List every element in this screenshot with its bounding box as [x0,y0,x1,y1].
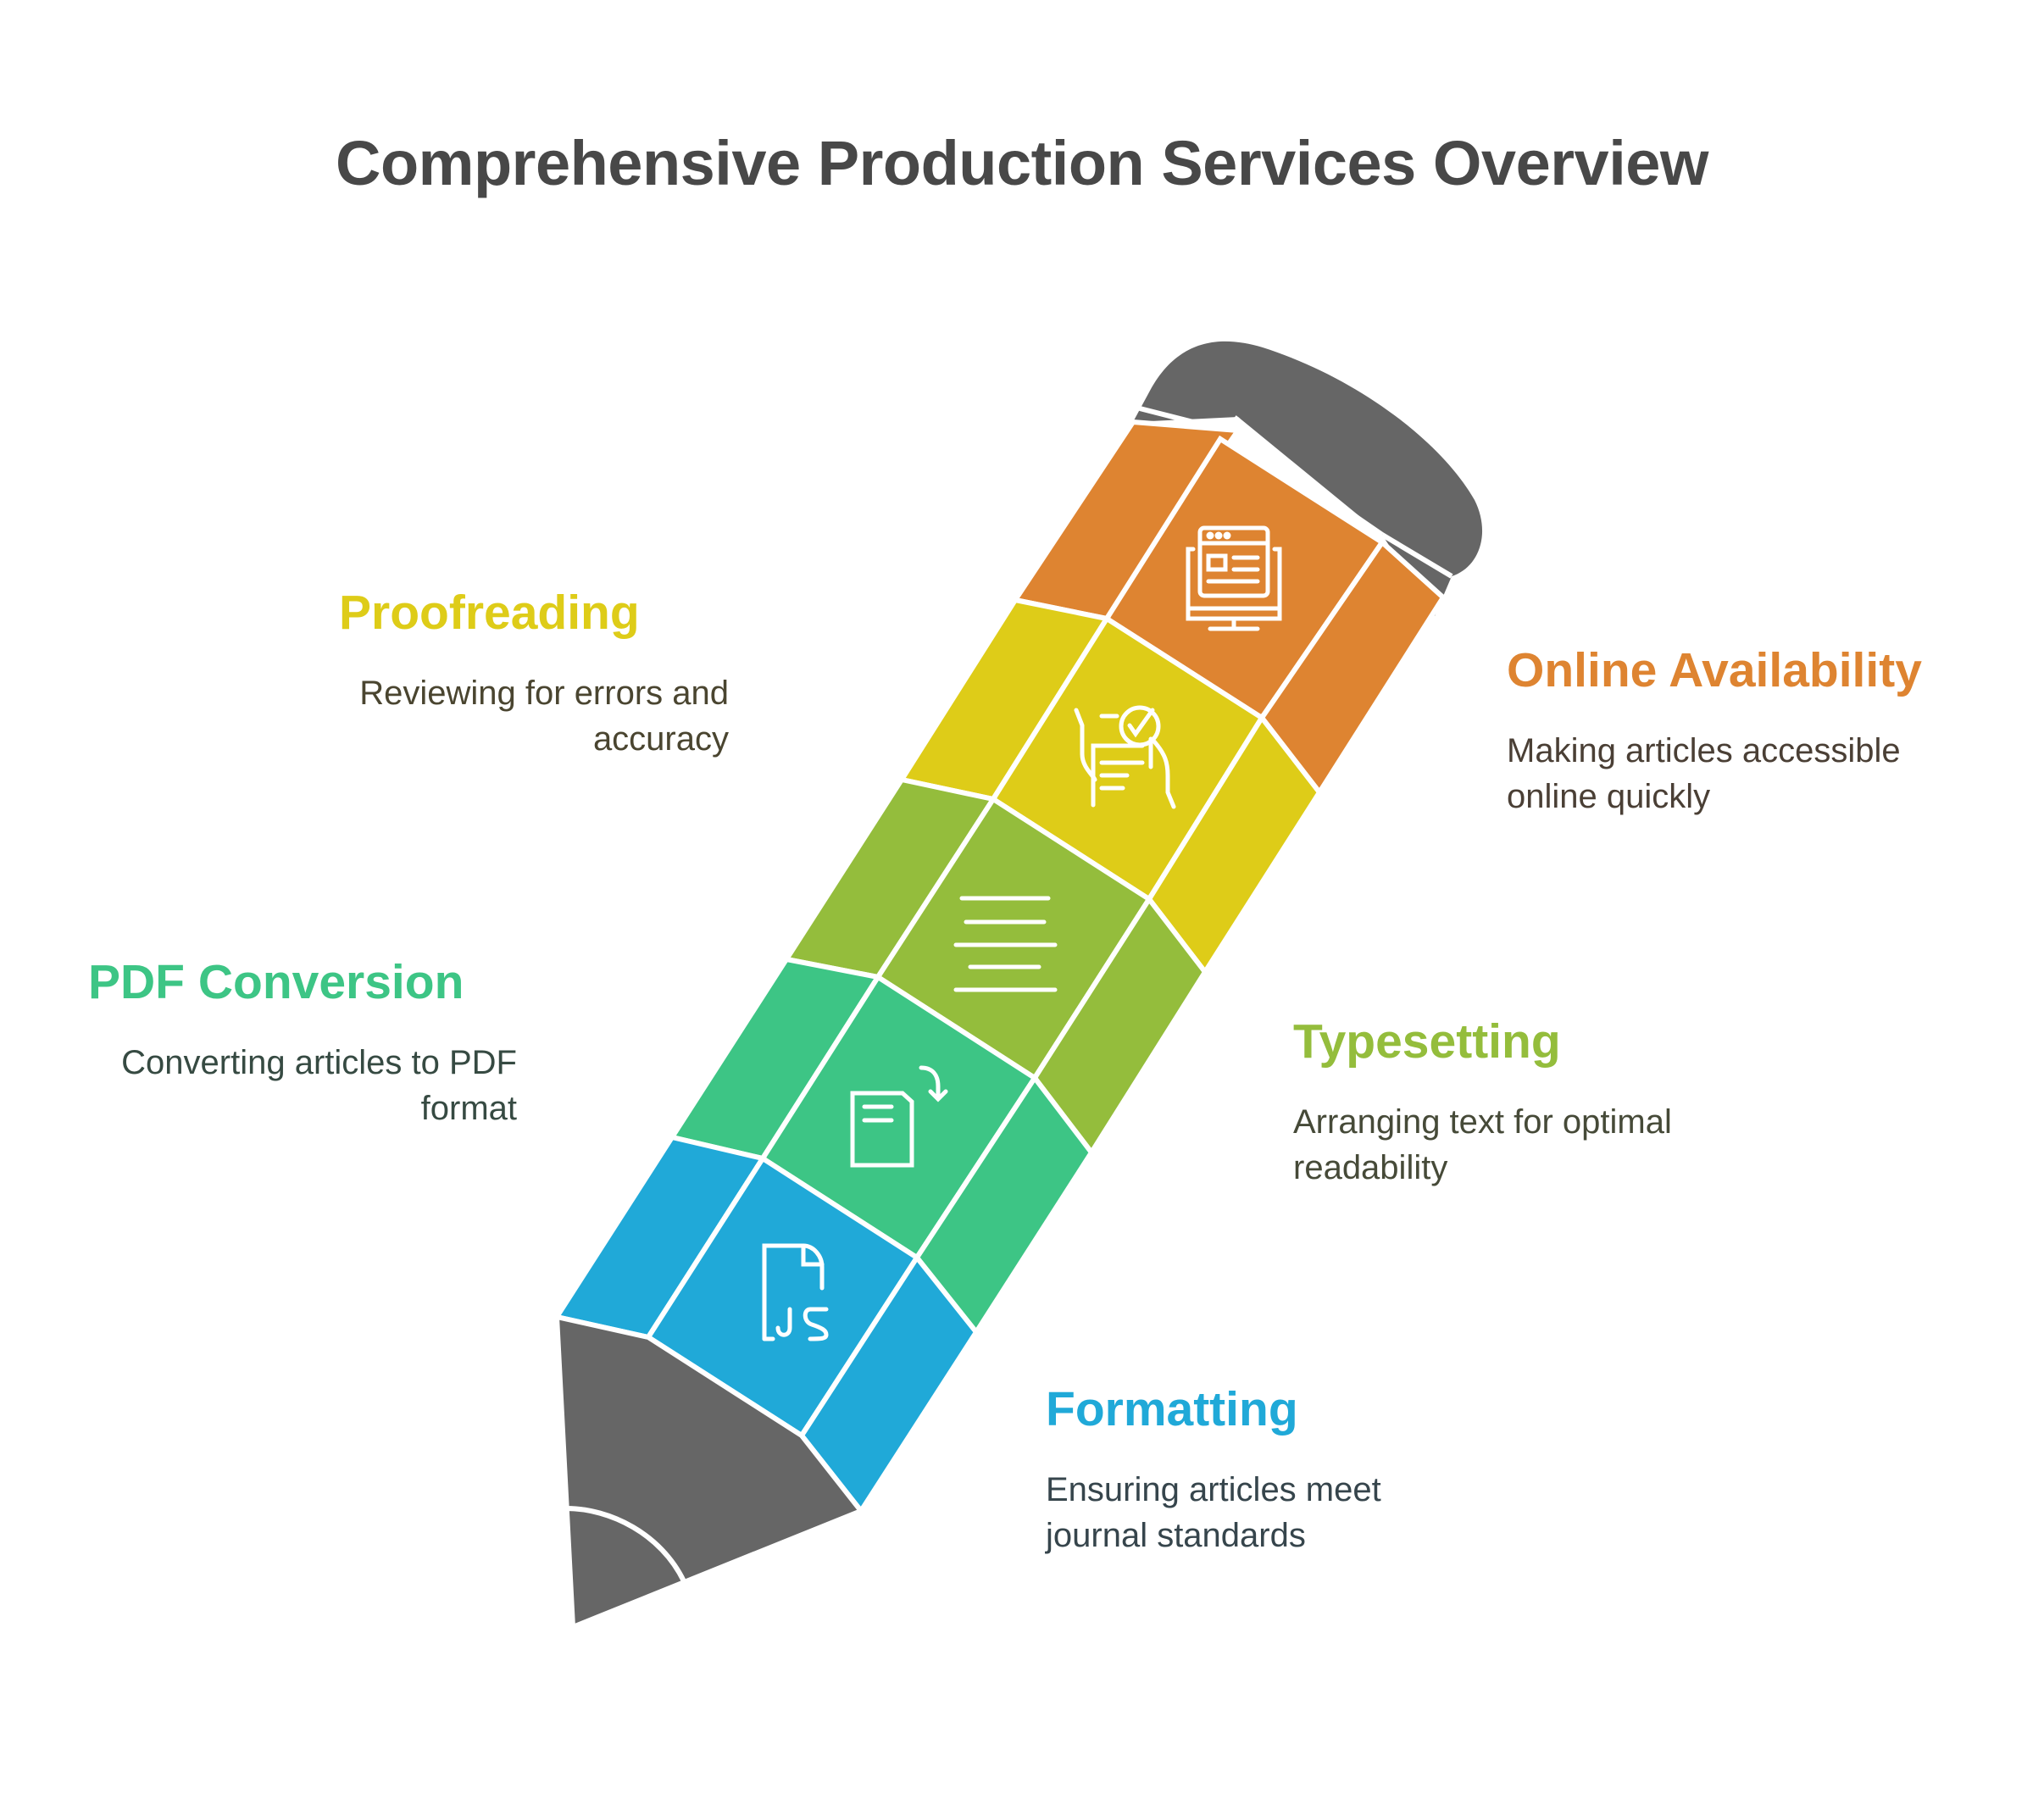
label-proofreading: Proofreading Reviewing for errors and ac… [220,586,729,762]
desc-typesetting: Arranging text for optimal readability [1293,1102,1672,1186]
heading-proofreading: Proofreading [339,586,640,640]
label-pdf-conversion: PDF Conversion Converting articles to PD… [8,956,517,1131]
label-typesetting: Typesetting Arranging text for optimal r… [1293,1015,1802,1191]
band-formatting [553,1134,980,1516]
desc-online-availability: Making articles accessible online quickl… [1507,731,1901,815]
band-proofreading [897,597,1323,977]
pencil-tip [553,1313,865,1631]
desc-pdf-conversion: Converting articles to PDF format [121,1043,517,1127]
document-convert-icon [850,1065,948,1168]
heading-formatting: Formatting [1046,1382,1298,1436]
heading-online-availability: Online Availability [1507,643,1922,697]
label-online-availability: Online Availability Making articles acce… [1507,644,2015,819]
page-title: Comprehensive Production Services Overvi… [336,128,1708,198]
desc-formatting: Ensuring articles meet journal standards [1046,1470,1381,1554]
band-pdf-conversion [668,956,1095,1337]
heading-typesetting: Typesetting [1293,1014,1561,1069]
desc-proofreading: Reviewing for errors and accuracy [359,674,729,758]
checklist-review-icon [1074,705,1176,809]
web-monitor-icon [1186,525,1282,631]
text-lines-icon [953,896,1058,992]
heading-pdf-conversion: PDF Conversion [88,955,464,1009]
js-file-icon [762,1243,829,1341]
label-formatting: Formatting Ensuring articles meet journa… [1046,1383,1554,1558]
